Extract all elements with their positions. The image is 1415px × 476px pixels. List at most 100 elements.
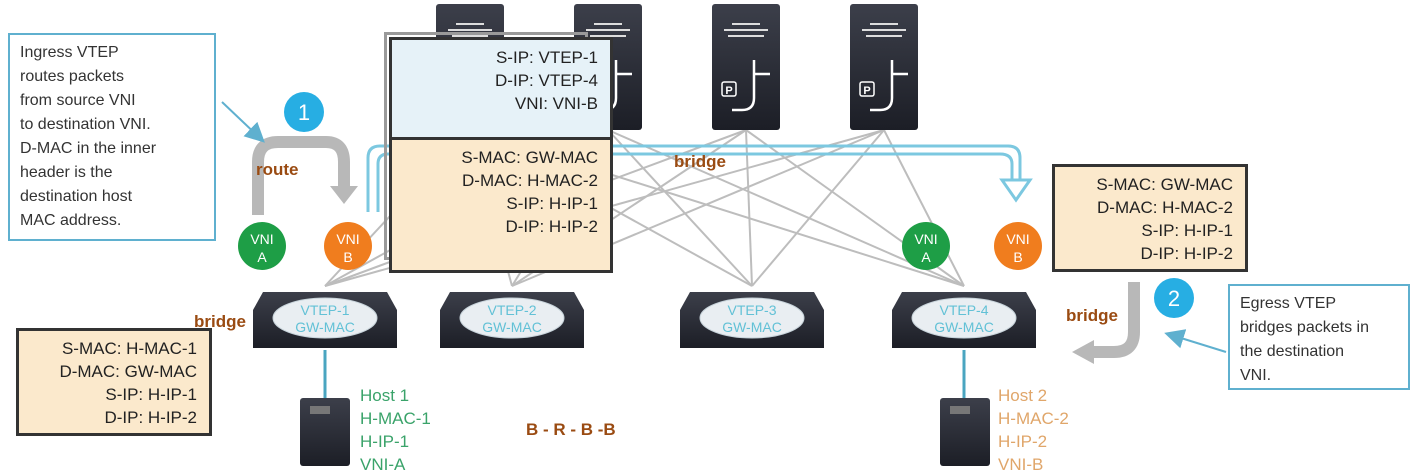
vni-badge-id: B xyxy=(343,249,352,265)
host1-packet-header: S-MAC: H-MAC-1 D-MAC: GW-MAC S-IP: H-IP-… xyxy=(16,328,212,436)
ingress-leader-line xyxy=(221,101,265,143)
switch-arrows-icon xyxy=(862,23,906,37)
bridge-label-right: bridge xyxy=(1066,306,1118,325)
switch-arrows-icon xyxy=(448,23,492,37)
host2-line: VNI-B xyxy=(998,455,1044,474)
inner-header-line: D-MAC: H-MAC-2 xyxy=(462,171,598,190)
egress-vtep-callout: Egress VTEP bridges packets in the desti… xyxy=(1228,284,1410,390)
ingress-vtep-callout: Ingress VTEP routes packets from source … xyxy=(8,33,216,241)
vtep-gateway-mac: GW-MAC xyxy=(934,319,994,335)
outer-header-line: D-IP: VTEP-4 xyxy=(495,71,598,90)
p-badge-icon xyxy=(721,81,737,97)
host1-header-line: S-IP: H-IP-1 xyxy=(105,385,197,404)
ingress-line: MAC address. xyxy=(20,212,122,229)
outer-header-line: S-IP: VTEP-1 xyxy=(495,48,598,67)
host2-line: H-IP-2 xyxy=(998,432,1048,451)
host1-line: H-IP-1 xyxy=(360,432,410,451)
fabric-link xyxy=(751,129,885,287)
host2-details: Host 2 H-MAC-2 H-IP-2 VNI-B xyxy=(998,384,1069,476)
egress-line: VNI. xyxy=(1240,367,1272,384)
fabric-link xyxy=(883,129,965,287)
step-1-number: 1 xyxy=(298,100,310,125)
route-label: route xyxy=(256,160,299,179)
host1-line: H-MAC-1 xyxy=(360,409,431,428)
host1-line: VNI-A xyxy=(360,455,406,474)
host1-header-line: S-MAC: H-MAC-1 xyxy=(61,339,197,358)
vni-badge-id: A xyxy=(921,249,931,265)
inner-header-box-right: S-MAC: GW-MAC D-MAC: H-MAC-2 S-IP: H-IP-… xyxy=(1052,164,1248,272)
egress-line: the destination xyxy=(1240,343,1345,360)
step-2-number: 2 xyxy=(1168,286,1180,311)
route-symbol-icon xyxy=(732,60,756,112)
inner-header-box-top: S-MAC: GW-MAC D-MAC: H-MAC-2 S-IP: H-IP-… xyxy=(389,137,613,273)
route-arrowhead xyxy=(330,186,358,204)
inner-header-line: D-IP: H-IP-2 xyxy=(505,217,598,236)
sequence-label: B - R - B -B xyxy=(526,420,616,439)
ingress-line: destination host xyxy=(20,188,133,205)
ingress-line: from source VNI xyxy=(20,92,136,109)
vtep-switch: VTEP-4GW-MAC xyxy=(892,292,1036,348)
inner-header-line: S-IP: H-IP-1 xyxy=(506,194,598,213)
ingress-line: routes packets xyxy=(20,68,125,85)
route-arrow xyxy=(252,136,350,215)
host2-server-icon xyxy=(940,398,990,466)
egress-line: Egress VTEP xyxy=(1240,295,1337,312)
vni-badge-label: VNI xyxy=(250,231,273,247)
bridge-path-arrow xyxy=(366,144,1022,212)
vtep-name: VTEP-3 xyxy=(727,302,776,318)
egress-arrowhead xyxy=(1072,340,1094,364)
vni-badge: VNI B xyxy=(324,222,372,270)
bridge-label-top: bridge xyxy=(674,152,726,171)
spine-p-label: P xyxy=(725,85,732,97)
vni-badge: VNI A xyxy=(902,222,950,270)
vtep-gateway-mac: GW-MAC xyxy=(295,319,355,335)
vtep-switch: VTEP-3GW-MAC xyxy=(680,292,824,348)
ingress-line: header is the xyxy=(20,164,113,181)
vtep-gateway-mac: GW-MAC xyxy=(722,319,782,335)
host1-details: Host 1 H-MAC-1 H-IP-1 VNI-A xyxy=(360,384,431,476)
host1-server-icon xyxy=(300,398,350,466)
vtep-name: VTEP-2 xyxy=(487,302,536,318)
inner-header-line: S-MAC: GW-MAC xyxy=(461,148,598,167)
spine-switch: P xyxy=(850,4,918,130)
switch-arrows-icon xyxy=(724,23,768,37)
host1-header-line: D-IP: H-IP-2 xyxy=(104,408,197,427)
host1-line: Host 1 xyxy=(360,386,410,405)
encapsulated-packet: S-IP: VTEP-1 D-IP: VTEP-4 VNI: VNI-B S-M… xyxy=(384,32,613,273)
inner-header-line: D-MAC: H-MAC-2 xyxy=(1097,198,1233,217)
vtep-name: VTEP-1 xyxy=(300,302,349,318)
inner-header-line: D-IP: H-IP-2 xyxy=(1140,244,1233,263)
egress-arrow xyxy=(1092,282,1140,358)
host1-header-line: D-MAC: GW-MAC xyxy=(59,362,197,381)
p-badge-icon xyxy=(859,81,875,97)
egress-leader-line xyxy=(1164,329,1227,353)
vni-badge-id: A xyxy=(257,249,267,265)
outer-header-box: S-IP: VTEP-1 D-IP: VTEP-4 VNI: VNI-B xyxy=(389,37,613,147)
vtep-switch: VTEP-2GW-MAC xyxy=(440,292,584,348)
spine-switch: P xyxy=(712,4,780,130)
spine-p-label: P xyxy=(863,85,870,97)
bridge-arrowhead xyxy=(999,178,1033,203)
vni-badge-label: VNI xyxy=(914,231,937,247)
fabric-link xyxy=(607,129,965,287)
bridge-label-left: bridge xyxy=(194,312,246,331)
ingress-line: to destination VNI. xyxy=(20,116,151,133)
vtep-gateway-mac: GW-MAC xyxy=(482,319,542,335)
outer-header-line: VNI: VNI-B xyxy=(514,94,598,113)
bridge-path-arrow-inner xyxy=(376,152,1014,212)
vtep-switch: VTEP-1GW-MAC xyxy=(253,292,397,348)
step-2-badge: 2 xyxy=(1154,278,1194,318)
fabric-link xyxy=(745,129,753,287)
ingress-line: Ingress VTEP xyxy=(20,44,119,61)
egress-line: bridges packets in xyxy=(1240,319,1369,336)
ingress-line: D-MAC in the inner xyxy=(20,140,157,157)
switch-arrows-icon xyxy=(586,23,630,37)
vni-badge-label: VNI xyxy=(336,231,359,247)
vni-badge-id: B xyxy=(1013,249,1022,265)
route-symbol-icon xyxy=(870,60,894,112)
fabric-link xyxy=(607,129,753,287)
inner-header-line: S-MAC: GW-MAC xyxy=(1096,175,1233,194)
step-1-badge: 1 xyxy=(284,92,324,132)
